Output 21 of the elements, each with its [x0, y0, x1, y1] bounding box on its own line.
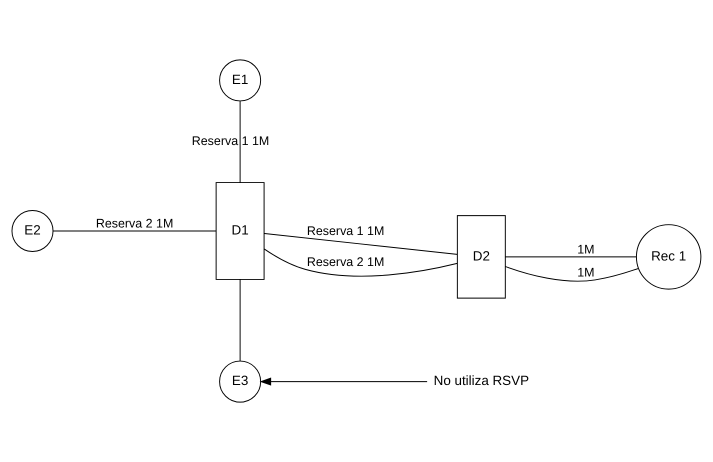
- edge-label: 1M: [577, 265, 595, 280]
- connector: [52, 230, 217, 232]
- node-circle: E3: [219, 360, 262, 403]
- edge-label: Reserva 1 1M: [192, 134, 270, 148]
- connector: [240, 100, 241, 183]
- connector: [264, 248, 458, 277]
- node-box: D1: [216, 182, 265, 280]
- arrow: [260, 378, 428, 386]
- connector: [504, 256, 637, 258]
- node-text: No utiliza RSVP: [434, 373, 530, 388]
- node-circle: Rec 1: [636, 224, 702, 290]
- connector: [264, 233, 458, 255]
- connector: [505, 266, 639, 282]
- edge-label: Reserva 1 1M: [306, 224, 384, 238]
- edge-label: Reserva 2 1M: [96, 216, 174, 231]
- edge-label: 1M: [577, 242, 595, 256]
- node-circle: E2: [12, 210, 54, 252]
- node-circle: E1: [219, 59, 262, 102]
- node-box: D2: [456, 215, 506, 299]
- connector: [240, 279, 241, 362]
- edge-label: Reserva 2 1M: [306, 254, 384, 269]
